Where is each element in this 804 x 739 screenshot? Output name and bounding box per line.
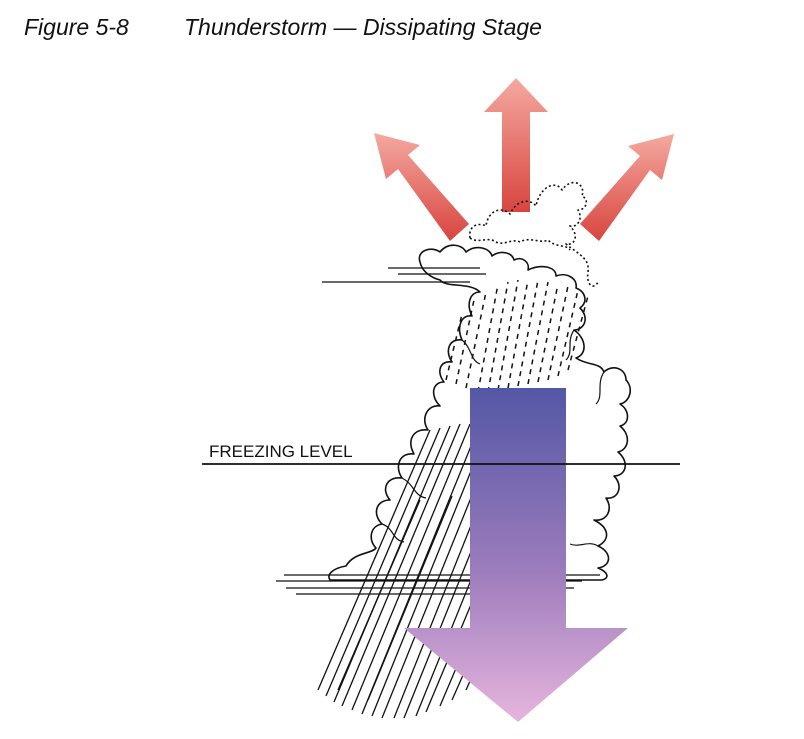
ice-precipitation	[445, 279, 589, 393]
outflow-arrow-center-icon	[484, 78, 548, 212]
outflow-arrow-right-icon	[580, 134, 674, 241]
outflow-arrow-left-icon	[374, 133, 469, 241]
outflow-arrows	[374, 78, 674, 241]
figure-number: Figure 5-8	[24, 14, 129, 40]
freezing-level-label: FREEZING LEVEL	[209, 442, 353, 461]
anvil-dotted-outline	[468, 181, 599, 287]
figure-title: Thunderstorm — Dissipating Stage	[184, 14, 542, 40]
downdraft-arrow-icon	[404, 388, 628, 722]
figure-caption: Figure 5-8 Thunderstorm — Dissipating Sta…	[24, 14, 542, 41]
storm-cloud-body	[328, 244, 632, 581]
cloud-outline-icon	[328, 181, 632, 581]
